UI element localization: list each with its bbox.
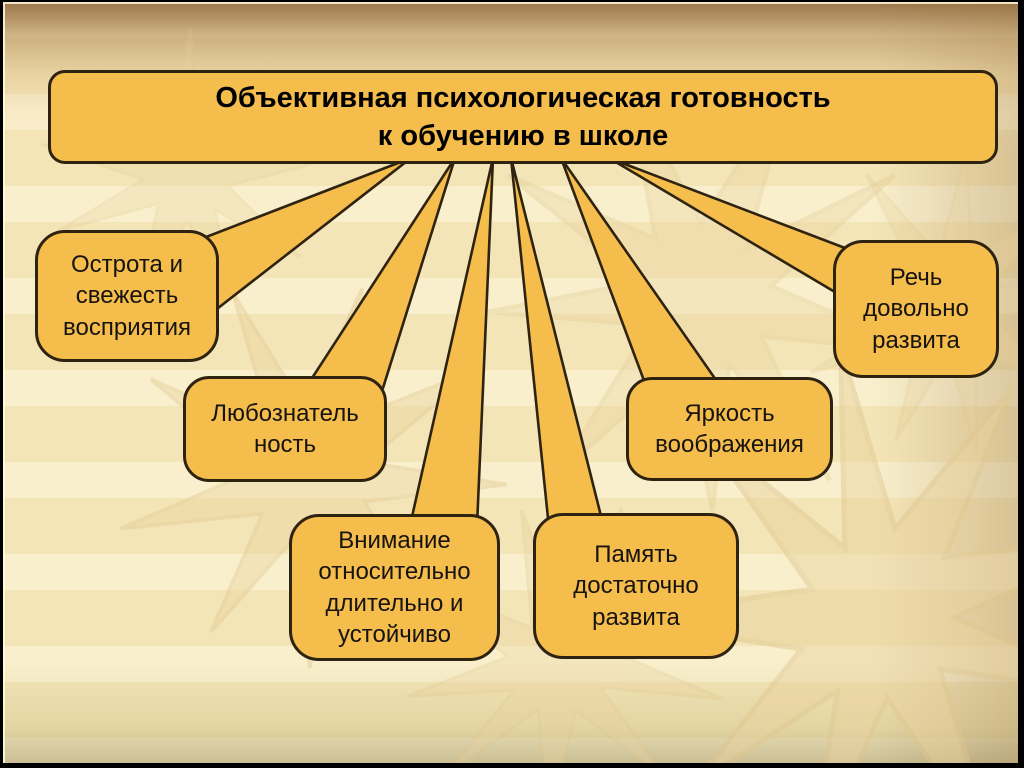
connector-layer [186,156,847,532]
node-label: Память достаточно развита [573,541,699,631]
node-label: Любознатель ность [211,399,359,458]
node-speech: Речь довольно развита [833,240,999,378]
node-label: Внимание относительно длительно и устойч… [318,527,471,648]
node-imagination: Яркость воображения [626,377,833,481]
page-title: Объективная психологическая готовность к… [215,81,831,152]
node-attention: Внимание относительно длительно и устойч… [289,514,500,661]
node-perception: Острота и свежесть восприятия [35,230,219,362]
slide: Объективная психологическая готовность к… [3,2,1018,763]
node-memory: Память достаточно развита [533,513,739,659]
diagram: Объективная психологическая готовность к… [3,2,1018,763]
node-curiosity: Любознатель ность [183,376,387,482]
title-node: Объективная психологическая готовность к… [48,70,998,164]
node-label: Острота и свежесть восприятия [63,251,191,341]
node-label: Яркость воображения [655,399,804,458]
node-label: Речь довольно развита [863,264,969,354]
